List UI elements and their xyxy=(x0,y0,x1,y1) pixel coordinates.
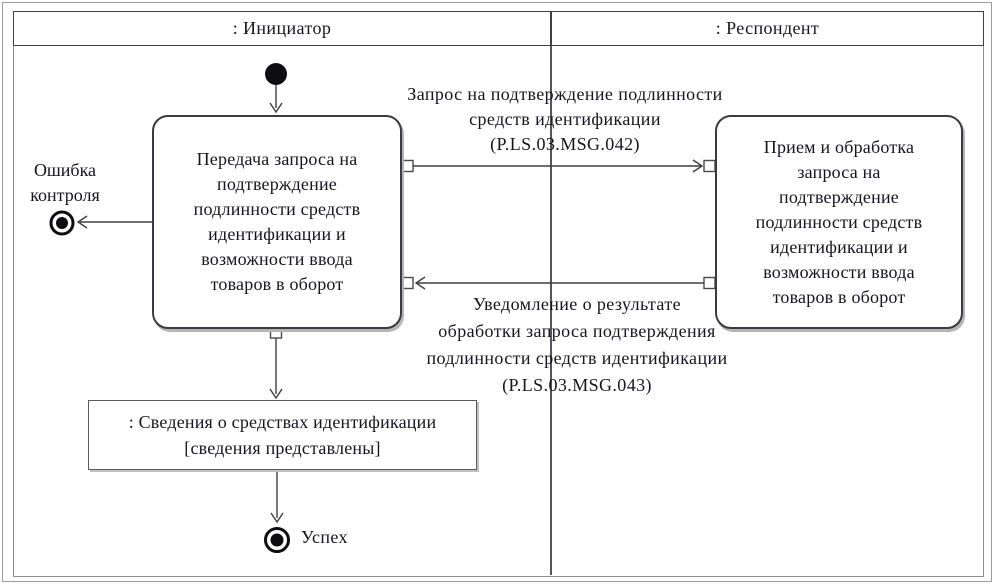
request-message-label: Запрос на подтверждение подлинности сред… xyxy=(407,84,723,154)
lane-title-respondent: : Респондент xyxy=(715,18,820,38)
activity-respondent-label: Прием и обработка запроса на подтвержден… xyxy=(755,136,923,307)
activity-initiator-label: Передача запроса на подтверждение подлин… xyxy=(193,149,361,294)
lane-title-initiator: : Инициатор xyxy=(232,18,332,38)
response-message-label: Уведомление о результате обработки запро… xyxy=(426,294,728,395)
lane-divider xyxy=(550,11,552,575)
lane-header-respondent: : Респондент xyxy=(551,11,984,46)
lane-header-initiator: : Инициатор xyxy=(13,11,551,46)
activity-initiator: Передача запроса на подтверждение подлин… xyxy=(152,115,402,329)
success-outcome-label: Успех xyxy=(301,527,348,547)
activity-respondent: Прием и обработка запроса на подтвержден… xyxy=(715,115,963,329)
object-node: : Сведения о средствах идентификации [св… xyxy=(88,400,477,470)
error-outcome-label: Ошибка контроля xyxy=(30,160,100,205)
object-node-label: : Сведения о средствах идентификации [св… xyxy=(128,412,437,458)
